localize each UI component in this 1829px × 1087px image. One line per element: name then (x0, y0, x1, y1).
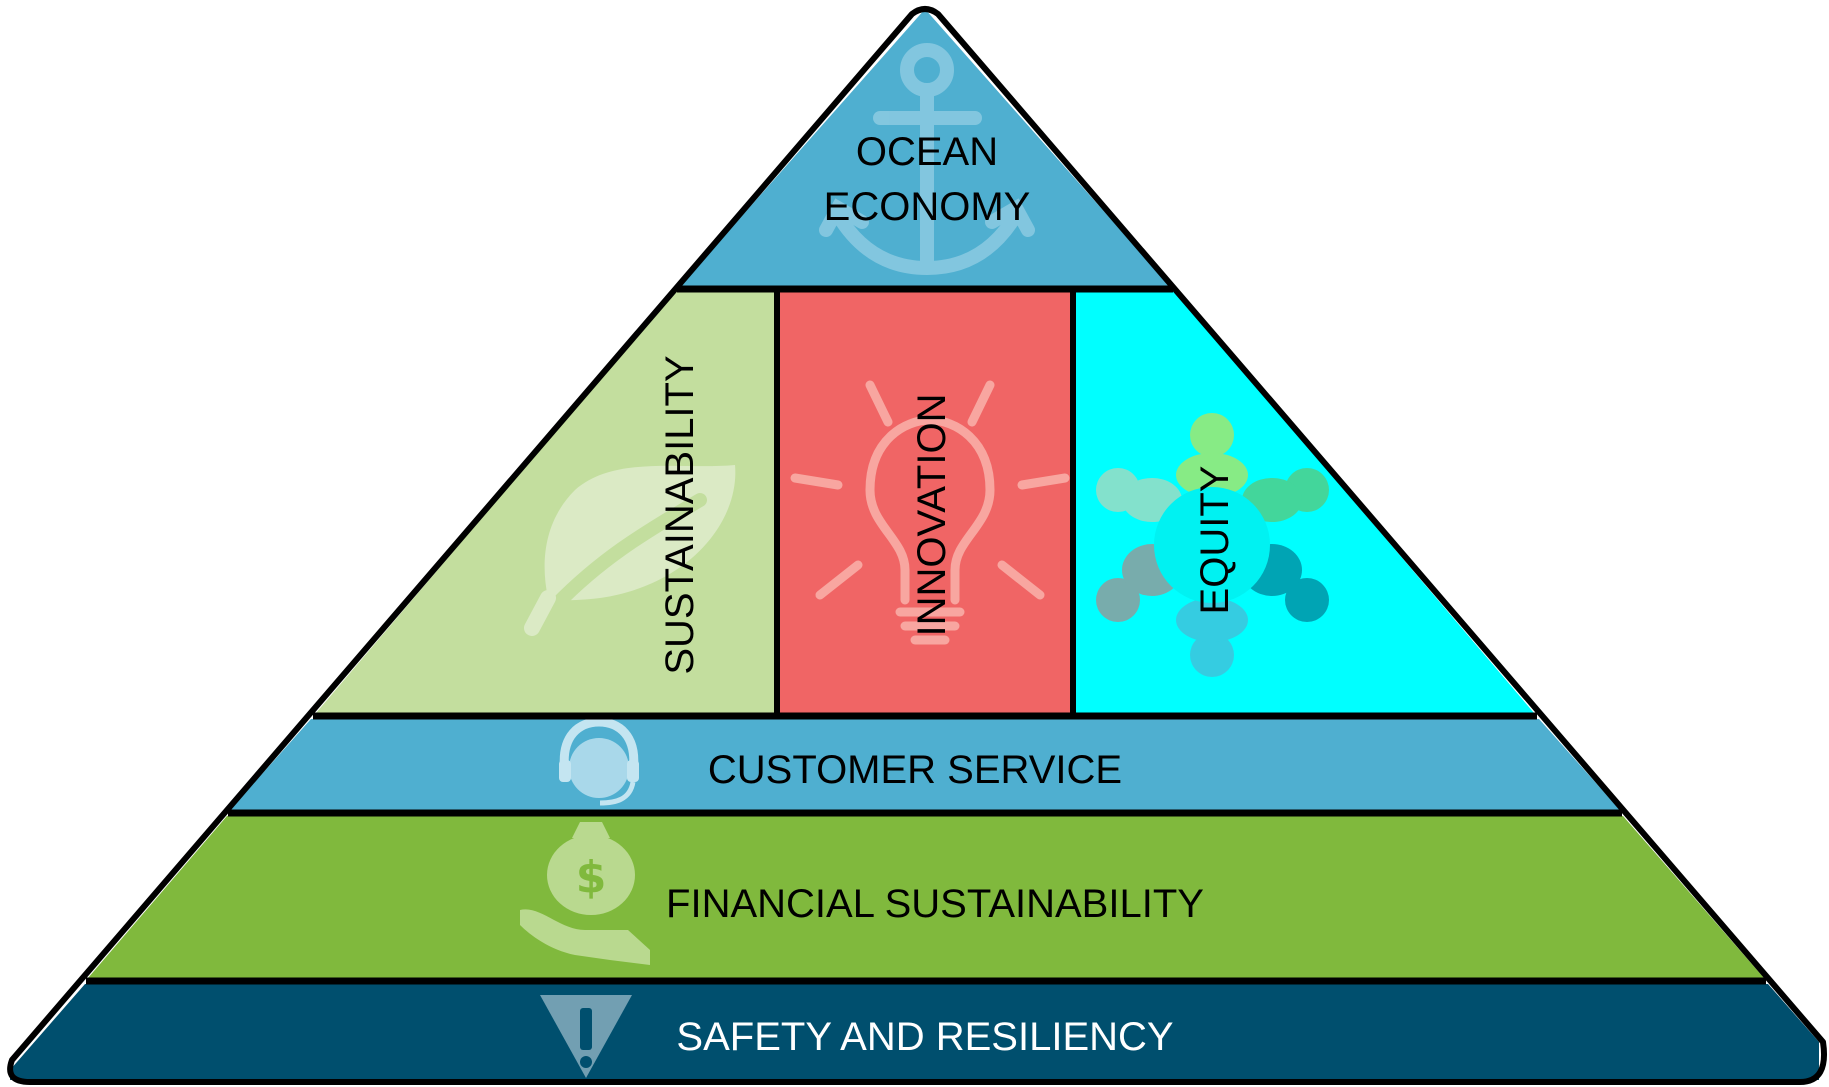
warning-icon (540, 995, 632, 1078)
tier-financial-sustainability: $ FINANCIAL SUSTAINABILITY (88, 816, 1764, 978)
innovation-label: INNOVATION (910, 394, 954, 637)
safety-resiliency-label: SAFETY AND RESILIENCY (676, 1015, 1173, 1059)
tier-sustainability-shape (316, 292, 774, 713)
tier-equity: EQUITY (1076, 292, 1534, 713)
headset-icon (559, 717, 639, 806)
anchor-icon (819, 43, 1035, 276)
equity-label: EQUITY (1193, 466, 1237, 615)
tier-customer-service: CUSTOMER SERVICE (230, 717, 1620, 810)
lightbulb-icon (790, 380, 1070, 645)
ocean-economy-label-line2: ECONOMY (824, 185, 1031, 229)
people-circle-icon (1096, 413, 1329, 677)
tier-sustainability: SUSTAINABILITY (316, 292, 774, 713)
tier-financial-sustainability-shape (88, 816, 1764, 978)
tier-safety-resiliency: SAFETY AND RESILIENCY (10, 984, 1819, 1080)
ocean-economy-label-line1: OCEAN (856, 130, 998, 174)
leaf-icon (524, 465, 736, 636)
money-hand-icon: $ (520, 822, 650, 965)
tier-innovation: INNOVATION (780, 292, 1070, 713)
customer-service-label: CUSTOMER SERVICE (708, 748, 1122, 792)
tier-ocean-economy: OCEAN ECONOMY (680, 9, 1170, 286)
financial-sustainability-label: FINANCIAL SUSTAINABILITY (666, 882, 1204, 926)
svg-text:$: $ (576, 852, 607, 903)
pyramid-outline (7, 6, 1827, 1085)
tier-safety-resiliency-shape (10, 984, 1819, 1080)
sustainability-label: SUSTAINABILITY (658, 355, 702, 674)
